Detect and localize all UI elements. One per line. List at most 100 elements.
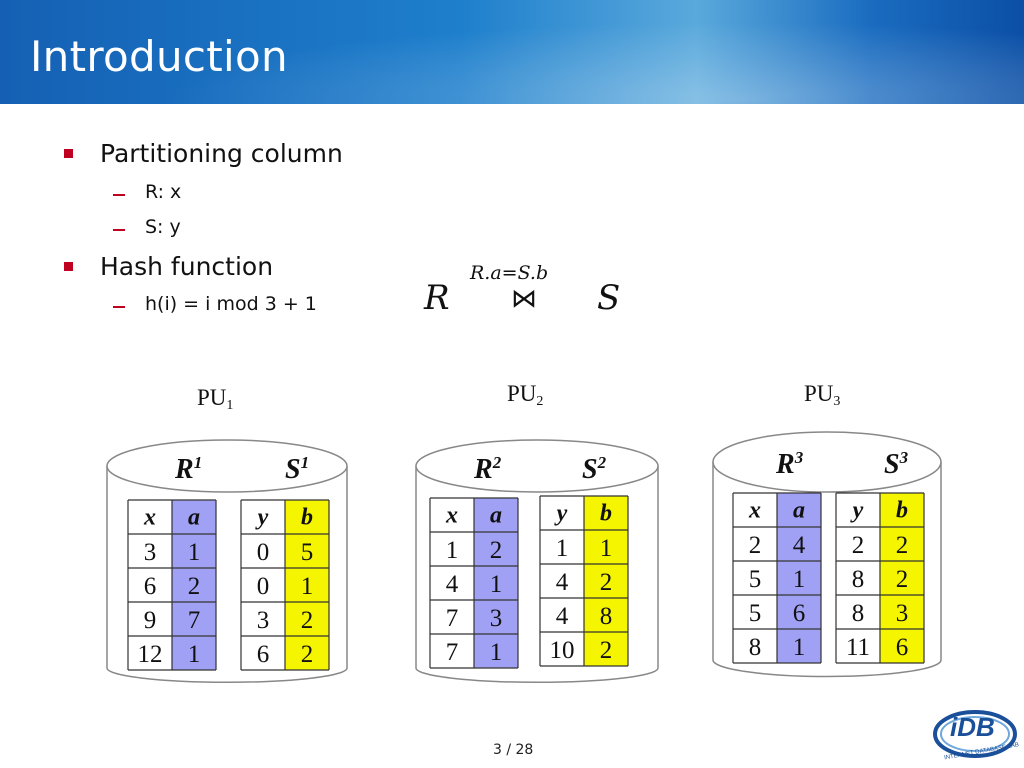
r-table-pu2-cell: 3 [490,605,503,632]
formula-right-relation: S [597,278,621,318]
r-table-pu3-highlight-column [777,493,821,663]
cylinder-top [415,439,659,493]
s-table-pu1: y b 0 5 0 1 3 2 6 2 [240,499,330,671]
s-table-pu1-cell: 6 [257,641,270,668]
svg-text:iDB: iDB [950,712,995,742]
r-table-pu2-cell: 7 [446,639,459,666]
r-table-pu2-cell: 1 [490,639,503,666]
s-table-pu1-cell: 0 [257,573,270,600]
r-table-pu3-cell: 8 [749,634,762,661]
s-table-pu3-header-y: y [850,497,864,523]
s-table-pu1-cell: 2 [301,607,314,634]
s-table-pu1-cell: 2 [301,641,314,668]
slide-title: Introduction [30,32,288,81]
s-table-pu3-cell: 2 [896,532,909,559]
bullet-marker [64,149,73,158]
r-table-pu2-header-x: x [445,502,458,528]
cylinder-top [712,431,942,493]
s-table-pu1-cell: 1 [301,573,314,600]
s-table-pu2-header-y: y [554,500,568,526]
r-table-pu1-cell: 3 [144,539,157,566]
idb-logo: iDB INTERNET DATABASE LAB [933,710,1019,761]
s-table-pu2-cell: 4 [556,569,569,596]
r-table-pu3-header-x: x [748,497,761,523]
s-table-pu2-cell: 8 [600,603,613,630]
r-table-pu1-cell: 1 [188,539,201,566]
s-table-pu2-cell: 2 [600,569,613,596]
s-table-pu1-cell: 3 [257,607,270,634]
title-bar-highlight [0,0,1024,104]
r-table-pu2-cell: 2 [490,537,503,564]
r-table-pu3-cell: 5 [749,566,762,593]
r-table-pu3-cell: 4 [793,532,806,559]
pu1-label: PU1 [197,385,234,413]
sub-bullet-dash [113,306,125,308]
bullet-hash-function: Hash function [100,252,274,281]
r-table-pu2-cell: 1 [490,571,503,598]
r-table-pu1-cell: 7 [188,607,201,634]
r-table-pu3-cell: 6 [793,600,806,627]
s-table-pu2-cell: 1 [556,535,569,562]
relation-label-s: S2 [582,453,607,485]
s-table-pu3-cell: 2 [896,566,909,593]
r-table-pu3-cell: 1 [793,566,806,593]
s-table-pu3-cell: 8 [852,566,865,593]
r-table-pu1-cell: 6 [144,573,157,600]
s-table-pu2-highlight-column [584,496,628,666]
r-table-pu1-cell: 1 [188,641,201,668]
r-table-pu1-cell: 9 [144,607,157,634]
s-table-pu3-cell: 11 [846,634,870,661]
s-table-pu3-cell: 2 [852,532,865,559]
r-table-pu1-cell: 2 [188,573,201,600]
r-table-pu3-cell: 1 [793,634,806,661]
s-table-pu2-header-b: b [600,500,612,526]
sub-bullet-dash [113,194,125,196]
s-table-pu3: y b 2 2 8 2 8 3 11 6 [835,492,925,664]
r-table-pu2-cell: 1 [446,537,459,564]
r-table-pu3-cell: 5 [749,600,762,627]
bullet-partitioning-column: Partitioning column [100,139,343,168]
r-table-pu1-header-a: a [188,504,200,530]
r-table-pu2-header-a: a [490,502,502,528]
r-table-pu2-cell: 7 [446,605,459,632]
join-symbol: ⋈ [511,284,537,314]
r-table-pu1-header-x: x [143,504,156,530]
title-bar [0,0,1024,104]
bullet-marker [64,262,73,271]
s-table-pu1-header-y: y [255,504,269,530]
r-table-pu1: x a 3 1 6 2 9 7 12 1 [127,499,217,671]
s-table-pu2-cell: 1 [600,535,613,562]
s-table-pu2-cell: 4 [556,603,569,630]
r-table-pu2-cell: 4 [446,571,459,598]
sub-bullet-r-x: R: x [145,181,182,203]
s-table-pu3-highlight-column [880,493,924,663]
s-table-pu3-cell: 3 [896,600,909,627]
pu2-label: PU2 [507,381,544,409]
sub-bullet-dash [113,229,125,231]
pu3-label: PU3 [804,381,841,409]
r-table-pu2-highlight-column [474,498,518,668]
r-table-pu1-highlight-column [172,500,216,670]
s-table-pu1-highlight-column [285,500,329,670]
s-table-pu2-cell: 2 [600,637,613,664]
page-number: 3 / 28 [493,742,534,758]
formula-left-relation: R [424,278,450,318]
r-table-pu3-cell: 2 [749,532,762,559]
s-table-pu1-header-b: b [301,504,313,530]
r-table-pu2: x a 1 2 4 1 7 3 7 1 [429,497,519,669]
sub-bullet-s-y: S: y [145,216,181,238]
r-table-pu1-cell: 12 [138,641,163,668]
r-table-pu3: x a 2 4 5 1 5 6 8 1 [732,492,822,664]
s-table-pu1-cell: 0 [257,539,270,566]
r-table-pu3-header-a: a [793,497,805,523]
sub-bullet-hash-formula: h(i) = i mod 3 + 1 [145,293,317,315]
s-table-pu3-cell: 8 [852,600,865,627]
s-table-pu1-cell: 5 [301,539,314,566]
s-table-pu3-cell: 6 [896,634,909,661]
cylinder-top [106,439,348,493]
s-table-pu3-header-b: b [896,497,908,523]
